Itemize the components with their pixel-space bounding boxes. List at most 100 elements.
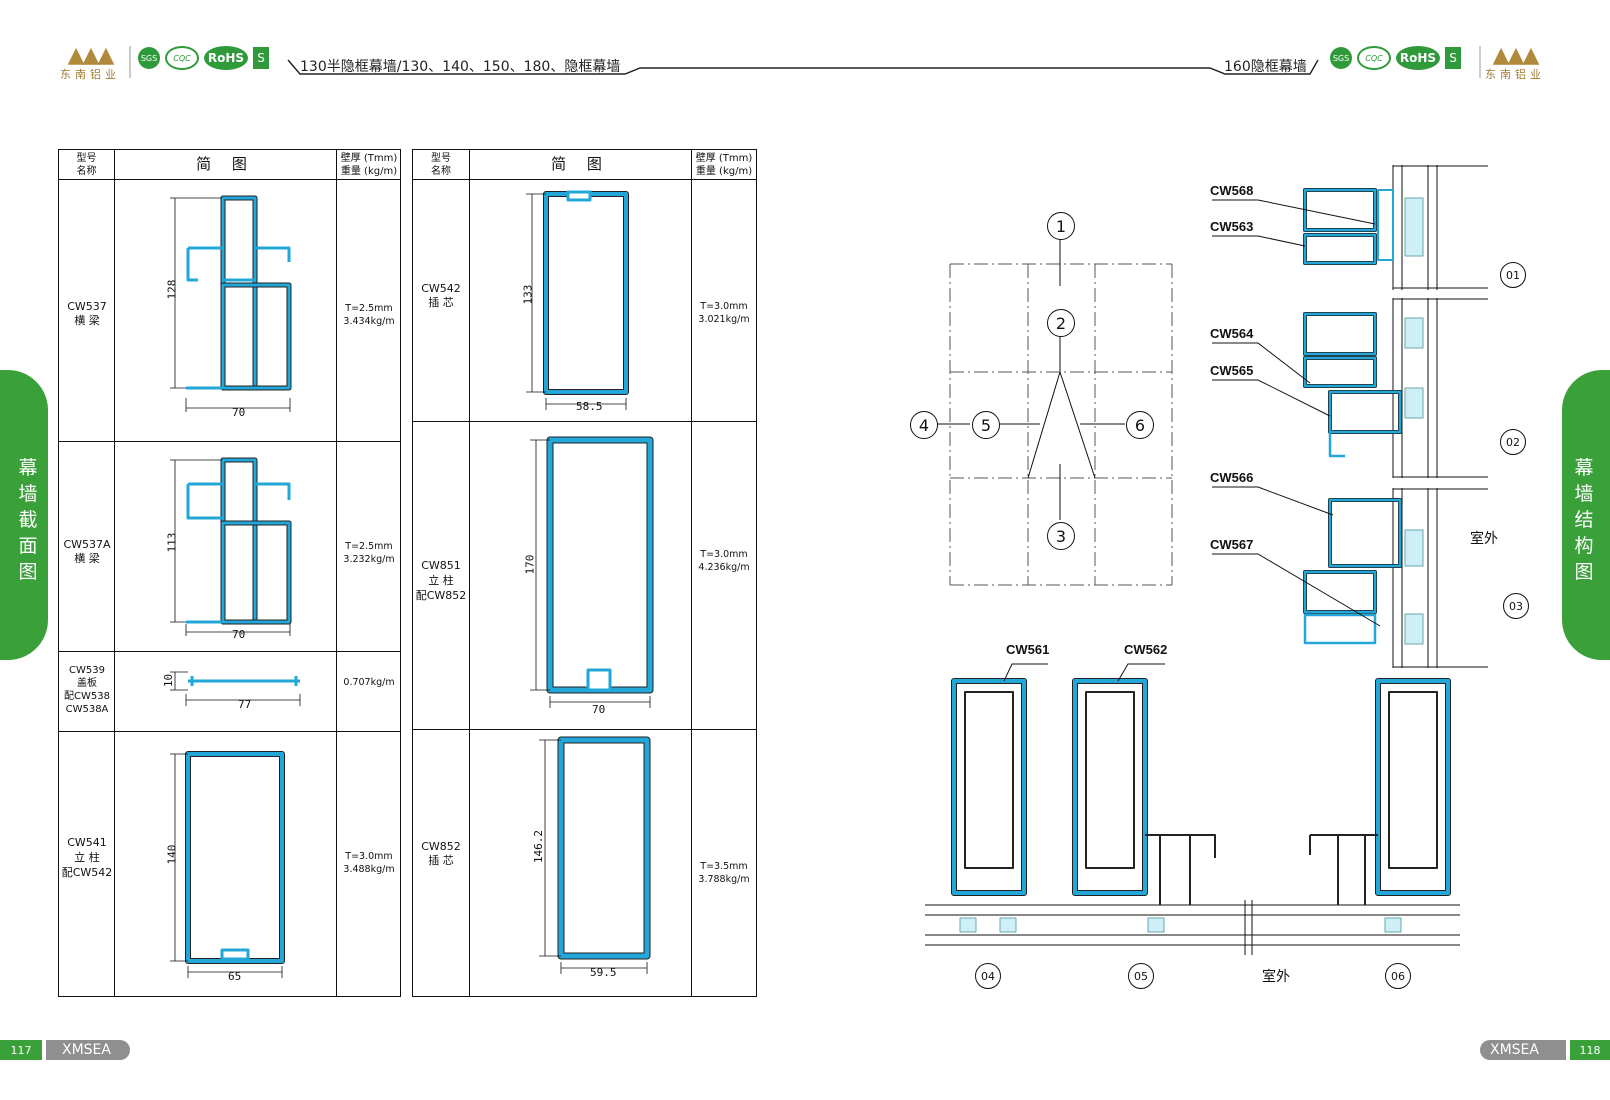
rohs-badge: RoHS (204, 46, 248, 70)
rohs-badge: RoHS (1396, 46, 1440, 70)
header-spec: 壁厚 (Tmm)重量 (kg/m) (692, 150, 756, 180)
row-cell (692, 180, 756, 422)
page-number-right: 118 (1570, 1040, 1610, 1060)
cqc-badge: CQC (1357, 46, 1391, 70)
label-cw564: CW564 (1210, 326, 1254, 341)
header-model: 型号名称 (59, 150, 115, 180)
row-cell (59, 180, 115, 442)
dim-w-cw537: 70 (232, 406, 246, 419)
dim-w-cw541: 65 (228, 970, 242, 983)
section-id-04: 04 (975, 963, 1001, 989)
label-cw567: CW567 (1210, 537, 1254, 552)
row-cell (115, 442, 337, 652)
label-cw563: CW563 (1210, 219, 1254, 234)
profile-cw542 (543, 190, 629, 395)
row-cell (115, 732, 337, 996)
footer-brand-left: XMSEA (46, 1040, 130, 1060)
row-cell (413, 422, 470, 730)
side-tab-right: 幕墙结构图 (1562, 370, 1610, 660)
dim-w-cw542: 58.5 (576, 400, 603, 413)
brand-name: 东南铝业 (60, 68, 120, 81)
row-cell (470, 422, 692, 730)
dim-w-cw852: 59.5 (590, 966, 617, 979)
sgs-badge: SGS (138, 47, 160, 69)
row-cell (470, 180, 692, 422)
dim-w-cw537a: 70 (232, 628, 246, 641)
label-cw565: CW565 (1210, 363, 1254, 378)
profile-cw851 (546, 436, 654, 694)
section-id-01: 01 (1500, 262, 1526, 288)
cert-badges-right: SGS CQC RoHS S (1330, 46, 1461, 70)
page-title-left: 130半隐框幕墙/130、140、150、180、隐框幕墙 (300, 59, 621, 75)
row-cell (59, 442, 115, 652)
brand-logo-left: ▲▲▲ 东南铝业 (45, 42, 135, 82)
profile-cw537 (186, 195, 292, 391)
logo-mark: ▲▲▲ (67, 42, 115, 68)
profile-cw541 (185, 751, 285, 964)
dim-w-cw851: 70 (592, 703, 606, 716)
profile-cw852 (557, 736, 651, 960)
page-number-left: 117 (0, 1040, 42, 1060)
header-diagram: 简 图 (470, 150, 692, 180)
node-3: 3 (1047, 522, 1075, 550)
row-cell (337, 180, 401, 442)
row-cell (470, 730, 692, 996)
label-cw566: CW566 (1210, 470, 1254, 485)
brand-name: 东南铝业 (1485, 68, 1545, 81)
row-cell (115, 652, 337, 732)
header-diagram: 简 图 (115, 150, 337, 180)
side-tab-left-label: 幕墙截面图 (18, 457, 38, 583)
section-id-05: 05 (1128, 963, 1154, 989)
page-title-right: 160隐框幕墙 (1224, 59, 1307, 75)
profile-cw539 (188, 676, 300, 686)
cqc-badge: CQC (165, 46, 199, 70)
side-tab-right-label: 幕墙结构图 (1574, 457, 1594, 583)
section-id-06: 06 (1385, 963, 1411, 989)
node-6: 6 (1126, 411, 1154, 439)
profile-cw537a (186, 457, 292, 625)
dim-w-cw539: 77 (238, 698, 252, 711)
footer-brand-right: XMSEA (1480, 1040, 1566, 1060)
s-badge: S (1445, 47, 1461, 69)
node-4: 4 (910, 411, 938, 439)
label-cw562: CW562 (1124, 642, 1168, 657)
spec-cw539: 0.707kg/m (343, 677, 395, 688)
s-badge: S (253, 47, 269, 69)
section-id-03: 03 (1503, 593, 1529, 619)
dimension-lines (170, 193, 651, 978)
row-cell (413, 180, 470, 422)
side-tab-left: 幕墙截面图 (0, 370, 48, 660)
outdoor-label-bottom: 室外 (1262, 969, 1290, 985)
row-cell (59, 652, 115, 732)
logo-mark: ▲▲▲ (1492, 42, 1540, 68)
node-5: 5 (972, 411, 1000, 439)
cert-badges-left: SGS CQC RoHS S (138, 46, 269, 70)
section-id-02: 02 (1500, 429, 1526, 455)
brand-logo-right: ▲▲▲ 东南铝业 (1470, 42, 1560, 82)
row-cell (692, 422, 756, 730)
header-model: 型号名称 (413, 150, 470, 180)
row-cell (59, 732, 115, 996)
node-2: 2 (1047, 309, 1075, 337)
header-spec: 壁厚 (Tmm)重量 (kg/m) (337, 150, 401, 180)
